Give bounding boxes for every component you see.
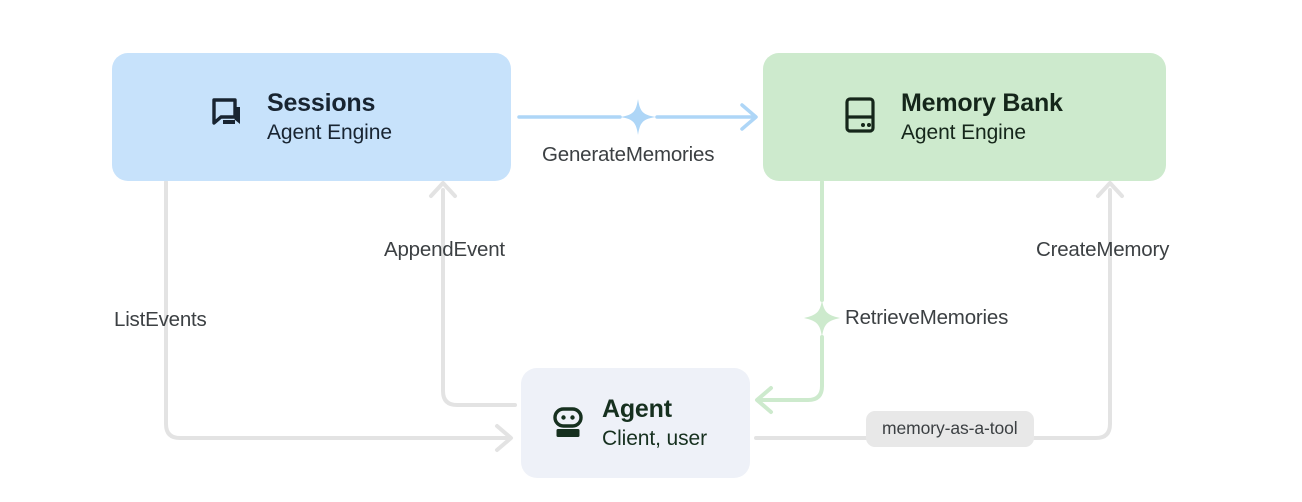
edge-list-events xyxy=(164,180,513,452)
node-agent-text: Agent Client, user xyxy=(602,396,707,450)
node-sessions-subtitle: Agent Engine xyxy=(267,120,392,144)
edge-label-retrieve-memories: RetrieveMemories xyxy=(845,306,1009,329)
node-agent[interactable]: Agent Client, user xyxy=(521,368,750,478)
edge-generate-memories xyxy=(517,99,758,135)
edge-append-event xyxy=(429,181,517,407)
database-storage-icon xyxy=(841,95,879,140)
node-sessions[interactable]: Sessions Agent Engine xyxy=(112,53,511,181)
forum-chat-icon xyxy=(209,95,249,140)
edge-label-create-memory: CreateMemory xyxy=(1036,238,1170,261)
edge-create-memory xyxy=(754,181,1124,440)
badge-memory-as-a-tool: memory-as-a-tool xyxy=(866,411,1034,447)
node-agent-title: Agent xyxy=(602,395,672,424)
node-memory-bank-text: Memory Bank Agent Engine xyxy=(901,90,1063,144)
node-agent-subtitle: Client, user xyxy=(602,426,708,450)
robot-head-icon xyxy=(550,401,586,446)
node-sessions-text: Sessions Agent Engine xyxy=(267,90,392,144)
edge-label-list-events: ListEvents xyxy=(114,308,207,331)
edge-label-append-event: AppendEvent xyxy=(384,238,505,261)
edge-retrieve-memories xyxy=(755,180,840,414)
node-memory-bank-subtitle: Agent Engine xyxy=(901,120,1026,144)
edge-label-generate-memories: GenerateMemories xyxy=(542,143,715,166)
node-memory-bank[interactable]: Memory Bank Agent Engine xyxy=(763,53,1166,181)
sparkle-icon xyxy=(620,99,656,135)
node-sessions-title: Sessions xyxy=(267,89,376,118)
sparkle-icon xyxy=(804,300,840,337)
node-memory-bank-title: Memory Bank xyxy=(901,89,1063,118)
